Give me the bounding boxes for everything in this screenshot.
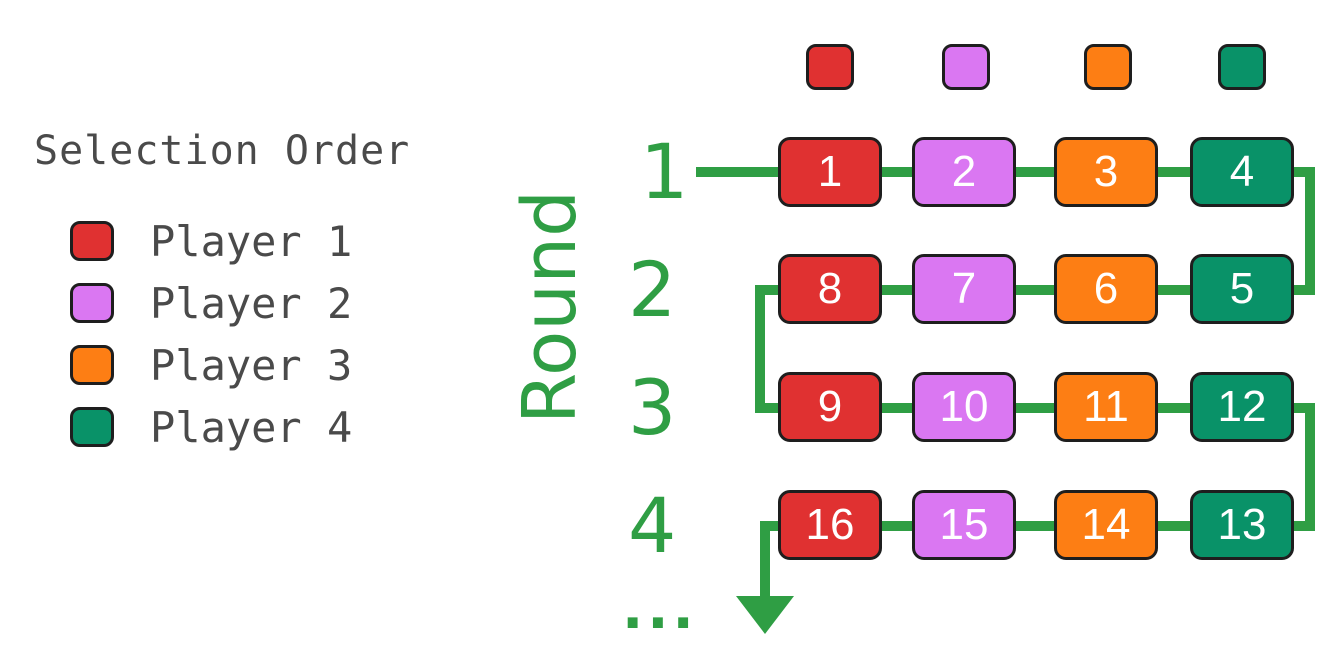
- legend-label-player-3: Player 3: [150, 340, 353, 390]
- continuation-ellipsis: ...: [622, 577, 698, 642]
- legend-item-player-4: Player 4: [70, 402, 353, 452]
- legend-label-player-4: Player 4: [150, 402, 353, 452]
- pick-box: 1: [778, 137, 882, 207]
- column-header-player-4: [1218, 44, 1266, 90]
- pick-box: 12: [1190, 372, 1294, 442]
- pick-box: 10: [912, 372, 1016, 442]
- connector-turn-right-2: [1294, 403, 1315, 531]
- arrow-down-icon: [736, 596, 794, 634]
- legend-item-player-2: Player 2: [70, 278, 353, 328]
- pick-box: 14: [1054, 490, 1158, 560]
- round-number-3: 3: [628, 363, 677, 452]
- pick-box: 11: [1054, 372, 1158, 442]
- legend-swatch-player-2: [70, 283, 114, 323]
- legend-item-player-3: Player 3: [70, 340, 353, 390]
- connector-turn-right-1: [1294, 167, 1315, 295]
- connector-turn-left-1: [755, 285, 780, 413]
- round-number-2: 2: [628, 245, 677, 334]
- legend-item-player-1: Player 1: [70, 216, 353, 266]
- pick-box: 15: [912, 490, 1016, 560]
- pick-box: 13: [1190, 490, 1294, 560]
- column-header-player-3: [1084, 44, 1132, 90]
- legend-label-player-1: Player 1: [150, 216, 353, 266]
- pick-box: 3: [1054, 137, 1158, 207]
- pick-box: 5: [1190, 254, 1294, 324]
- legend-swatch-player-4: [70, 407, 114, 447]
- column-header-player-1: [806, 44, 854, 90]
- round-number-4: 4: [628, 481, 677, 570]
- legend-title: Selection Order: [34, 128, 411, 174]
- pick-box: 8: [778, 254, 882, 324]
- round-number-1: 1: [640, 127, 689, 216]
- column-header-player-2: [942, 44, 990, 90]
- connector-exit-down: [760, 521, 780, 600]
- legend-swatch-player-1: [70, 221, 114, 261]
- pick-box: 4: [1190, 137, 1294, 207]
- pick-box: 9: [778, 372, 882, 442]
- pick-box: 16: [778, 490, 882, 560]
- pick-box: 6: [1054, 254, 1158, 324]
- legend-label-player-2: Player 2: [150, 278, 353, 328]
- pick-box: 7: [912, 254, 1016, 324]
- legend-swatch-player-3: [70, 345, 114, 385]
- pick-box: 2: [912, 137, 1016, 207]
